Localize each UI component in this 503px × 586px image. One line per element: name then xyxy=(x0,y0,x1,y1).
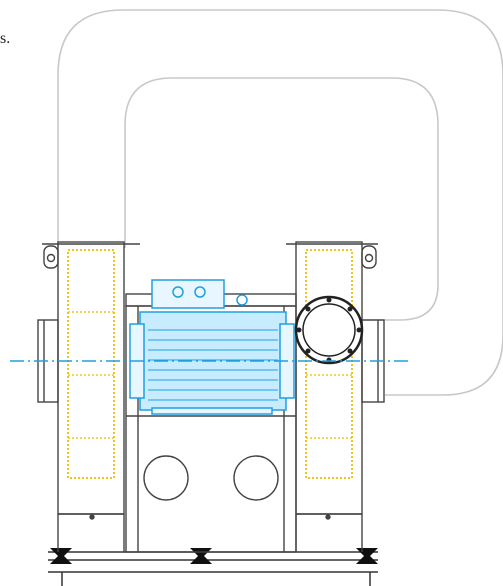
left-fan-wheel xyxy=(67,249,115,479)
terminal-box xyxy=(151,279,225,309)
outlet-flange xyxy=(294,295,364,365)
right-fan-housing xyxy=(286,241,385,552)
duct-loop xyxy=(57,9,503,396)
right-fan-wheel xyxy=(305,249,353,479)
base-frame xyxy=(48,551,378,586)
corner-text: s. xyxy=(0,30,11,47)
left-fan-housing xyxy=(37,241,140,552)
vibration-mount xyxy=(50,548,378,564)
electric-motor xyxy=(129,279,295,415)
access-port-left xyxy=(143,455,189,501)
access-port-right xyxy=(233,455,279,501)
